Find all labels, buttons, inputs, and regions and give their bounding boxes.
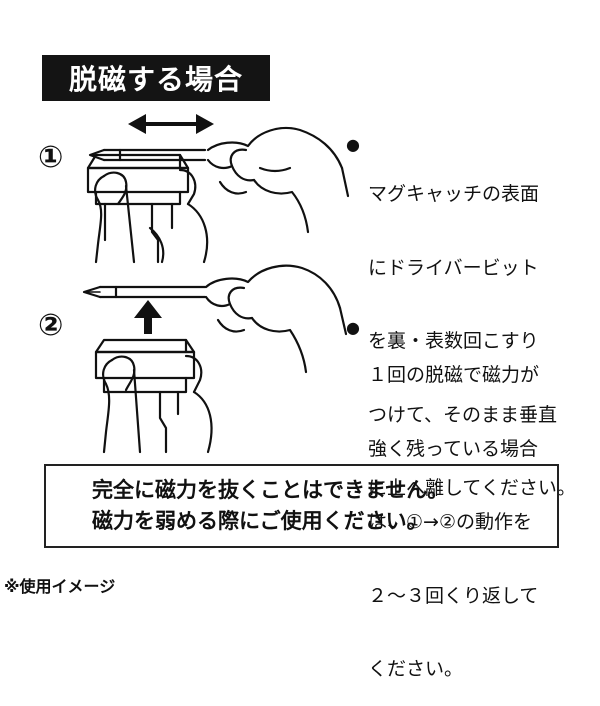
driver-bit-1 [88,148,207,162]
step-2-line: ２～３回くり返して [368,584,539,607]
step-2-line: は、①→②の動作を [368,511,532,533]
notice-line: 磁力を弱める際にご使用ください。 [92,509,428,533]
right-hand-1 [206,126,350,234]
step-2-line: ください。 [368,658,464,680]
left-hand-2 [102,354,213,454]
double-horizontal-arrow-icon [128,114,214,134]
page-title: 脱磁する場合 [42,55,270,101]
step-1-description: マグキャッチの表面 にドライバービット を裏・表数回こすり つけて、そのまま垂直… [348,133,576,525]
step-2-line: １回の脱磁で磁力が [368,364,540,386]
step-2-line: 強く残っている場合 [368,437,539,460]
magnet-block-1 [86,153,190,264]
step-1-line: にドライバービット [368,256,539,279]
notice-box: 完全に磁力を抜くことはできません。 磁力を弱める際にご使用ください。 [44,464,559,548]
step-number-2: ② [38,308,64,343]
bullet-2: ● [346,318,360,337]
usage-image-caption: ※使用イメージ [4,577,116,596]
step-1-line: マグキャッチの表面 [368,183,540,205]
step-number-1: ① [38,140,64,175]
driver-bit-2 [82,285,207,299]
notice-line: 完全に磁力を抜くことはできません。 [92,478,449,502]
up-arrow-icon [134,300,162,334]
step-1-line: つけて、そのまま垂直 [368,403,558,426]
right-hand-2 [204,264,348,374]
step-1-line: に上へ離してください。 [368,477,576,499]
bullet-1: ● [346,135,360,154]
left-hand-1 [94,168,209,264]
illustrations [82,114,350,454]
magnet-block-2 [94,338,196,454]
step-1-line: を裏・表数回こすり [368,330,539,352]
